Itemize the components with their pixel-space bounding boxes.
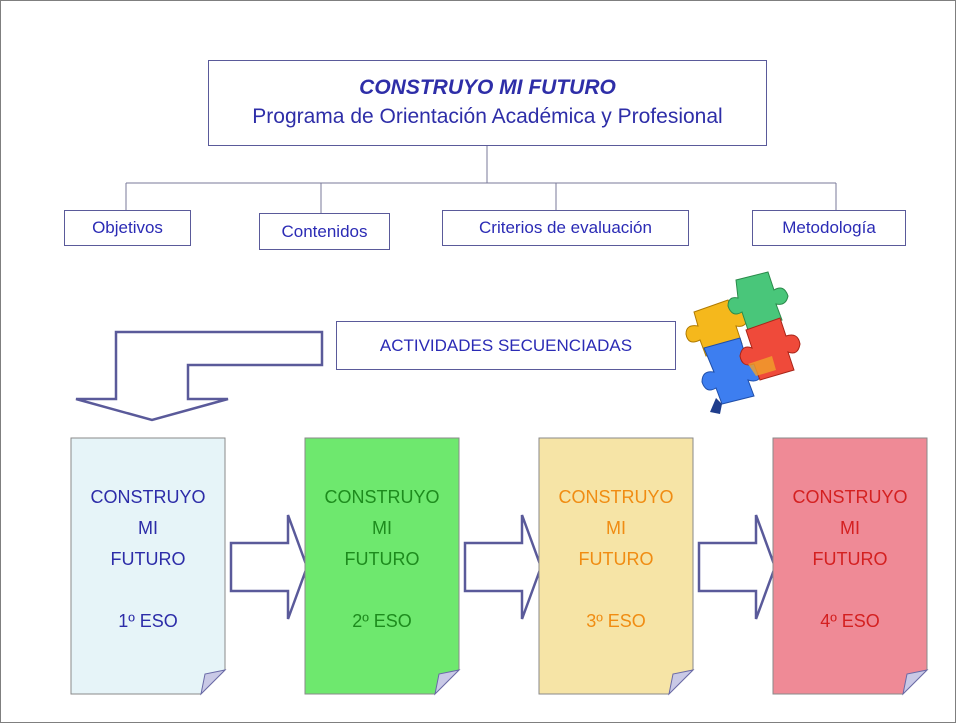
right-arrow-2 bbox=[463, 514, 543, 620]
bent-down-arrow bbox=[75, 330, 324, 422]
card-fold-3 bbox=[668, 669, 695, 696]
category-objetivos: Objetivos bbox=[64, 210, 191, 246]
category-criterios: Criterios de evaluación bbox=[442, 210, 689, 246]
card-level: 3º ESO bbox=[586, 611, 646, 631]
category-contenidos: Contenidos bbox=[259, 213, 390, 250]
program-subtitle: Programa de Orientación Académica y Prof… bbox=[252, 105, 723, 128]
card-line2: MI bbox=[606, 518, 626, 538]
card-level: 2º ESO bbox=[352, 611, 412, 631]
card-line1: CONSTRUYO bbox=[90, 487, 206, 507]
eso-card-text-2: CONSTRUYO MI FUTURO 2º ESO bbox=[305, 482, 459, 637]
right-arrow-3 bbox=[697, 514, 777, 620]
card-line2: MI bbox=[138, 518, 158, 538]
card-line3: FUTURO bbox=[344, 549, 420, 569]
eso-card-text-3: CONSTRUYO MI FUTURO 3º ESO bbox=[539, 482, 693, 637]
eso-card-text-1: CONSTRUYO MI FUTURO 1º ESO bbox=[71, 482, 225, 637]
card-level: 1º ESO bbox=[118, 611, 178, 631]
program-title-box: CONSTRUYO MI FUTURO Programa de Orientac… bbox=[208, 60, 767, 146]
card-line1: CONSTRUYO bbox=[792, 487, 908, 507]
card-line3: FUTURO bbox=[578, 549, 654, 569]
activities-label: ACTIVIDADES SECUENCIADAS bbox=[336, 321, 676, 370]
card-fold-2 bbox=[434, 669, 461, 696]
card-line2: MI bbox=[372, 518, 392, 538]
card-line2: MI bbox=[840, 518, 860, 538]
card-level: 4º ESO bbox=[820, 611, 880, 631]
card-fold-1 bbox=[200, 669, 227, 696]
card-line3: FUTURO bbox=[812, 549, 888, 569]
card-line1: CONSTRUYO bbox=[558, 487, 674, 507]
puzzle-pieces-icon bbox=[685, 271, 801, 414]
category-metodologia: Metodología bbox=[752, 210, 906, 246]
right-arrow-1 bbox=[229, 514, 309, 620]
program-title: CONSTRUYO MI FUTURO bbox=[359, 76, 616, 99]
card-fold-4 bbox=[902, 669, 929, 696]
card-line1: CONSTRUYO bbox=[324, 487, 440, 507]
eso-card-text-4: CONSTRUYO MI FUTURO 4º ESO bbox=[773, 482, 927, 637]
card-line3: FUTURO bbox=[110, 549, 186, 569]
